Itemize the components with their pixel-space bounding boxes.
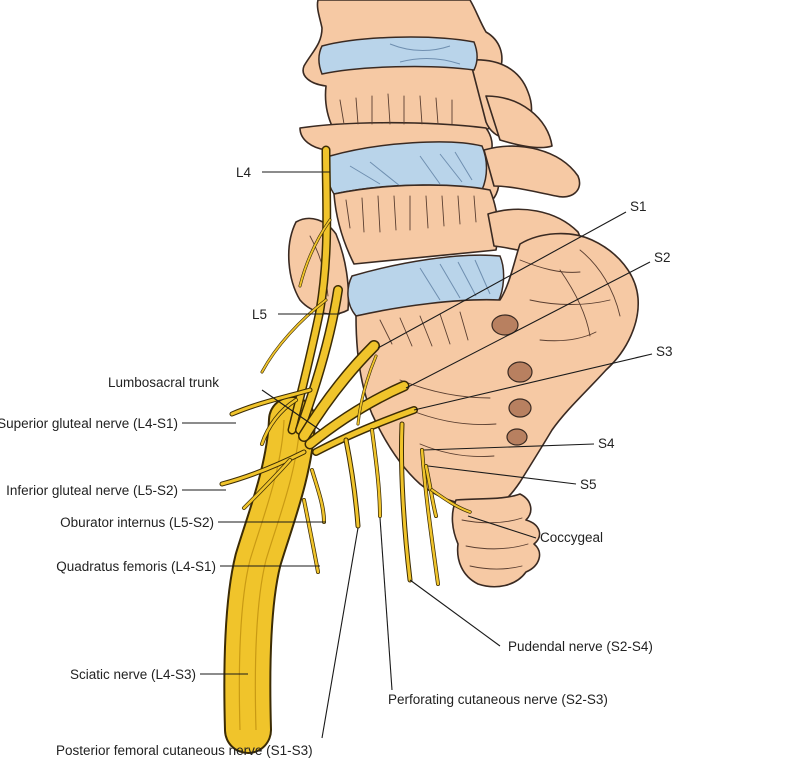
sacral-lateral-crest — [519, 259, 611, 342]
label-l4: L4 — [236, 165, 252, 180]
leader-coccygeal — [467, 515, 537, 539]
coccyx — [451, 493, 541, 588]
disc-1-texture — [389, 43, 461, 65]
leader-perforating-cutaneous — [379, 517, 393, 691]
leader-posterior-femoral-cutaneous — [321, 527, 359, 739]
leader-lines — [182, 171, 653, 739]
sacral-foramen-4 — [506, 428, 528, 446]
leader-s1 — [377, 211, 627, 349]
label-l5: L5 — [252, 307, 267, 322]
label-s5: S5 — [580, 477, 597, 492]
label-sciatic: Sciatic nerve (L4-S3) — [70, 667, 196, 682]
sacrum — [355, 232, 639, 507]
label-perforating-cutaneous: Perforating cutaneous nerve (S2-S3) — [388, 692, 608, 707]
plexus-branches — [219, 218, 472, 586]
sacral-foramen-2 — [507, 361, 533, 383]
label-coccygeal: Coccygeal — [540, 530, 603, 545]
sacral-foramen-3 — [508, 398, 532, 418]
labels: L4 L5 S1 S2 S3 S4 S5 Coccygeal Lumbosacr… — [0, 165, 673, 758]
label-s3: S3 — [656, 344, 673, 359]
disc-2-texture — [349, 151, 473, 187]
label-lumbosacral-trunk: Lumbosacral trunk — [108, 375, 219, 390]
label-s2: S2 — [654, 250, 671, 265]
bone-texture — [309, 93, 621, 457]
disc-3-texture — [419, 259, 491, 301]
leader-s4 — [423, 443, 595, 451]
label-quadratus-femoris: Quadratus femoris (L4-S1) — [56, 559, 216, 574]
label-obturator-internus: Oburator internus (L5-S2) — [60, 515, 214, 530]
leader-s2 — [405, 261, 651, 389]
leader-pudendal — [409, 579, 501, 647]
l4-facet — [485, 95, 553, 149]
leader-lumbosacral-trunk — [261, 389, 321, 431]
label-pudendal: Pudendal nerve (S2-S4) — [508, 639, 653, 654]
label-superior-gluteal: Superior gluteal nerve (L4-S1) — [0, 416, 178, 431]
l4-transverse-process — [483, 145, 581, 198]
label-inferior-gluteal: Inferior gluteal nerve (L5-S2) — [6, 483, 178, 498]
leader-s3 — [413, 353, 653, 411]
sacral-foramen-1 — [491, 314, 519, 336]
coccyx-segment-lines — [461, 517, 529, 570]
label-posterior-femoral-cutaneous: Posterior femoral cutaneous nerve (S1-S3… — [56, 743, 313, 758]
label-s4: S4 — [598, 436, 615, 451]
leader-s5 — [427, 465, 577, 485]
intervertebral-disc-1 — [318, 36, 478, 75]
sacral-plexus-nerves — [219, 145, 472, 754]
l5-vertebra — [333, 184, 499, 265]
sacral-foramina — [491, 314, 533, 446]
label-s1: S1 — [630, 199, 647, 214]
